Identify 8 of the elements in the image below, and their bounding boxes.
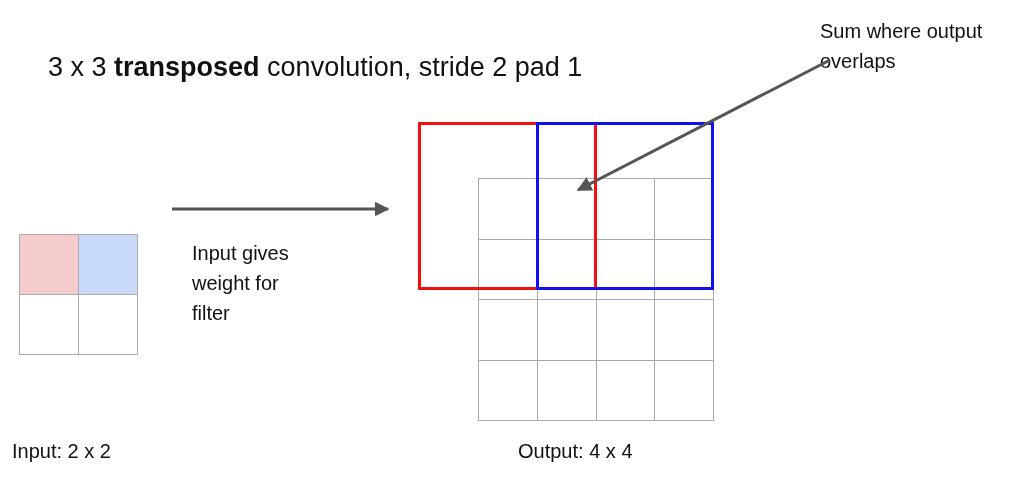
arrow xyxy=(172,201,390,217)
leader-arrow xyxy=(576,58,831,192)
grid-caption: Output: 4 x 4 xyxy=(518,440,633,463)
filter-outline xyxy=(418,122,597,290)
title: 3 x 3 transposed convolution, stride 2 pad 1 xyxy=(48,52,583,83)
grid-caption: Input: 2 x 2 xyxy=(12,440,111,463)
callout-text: Sum where output overlaps xyxy=(820,19,984,74)
filter-outline xyxy=(536,122,714,290)
